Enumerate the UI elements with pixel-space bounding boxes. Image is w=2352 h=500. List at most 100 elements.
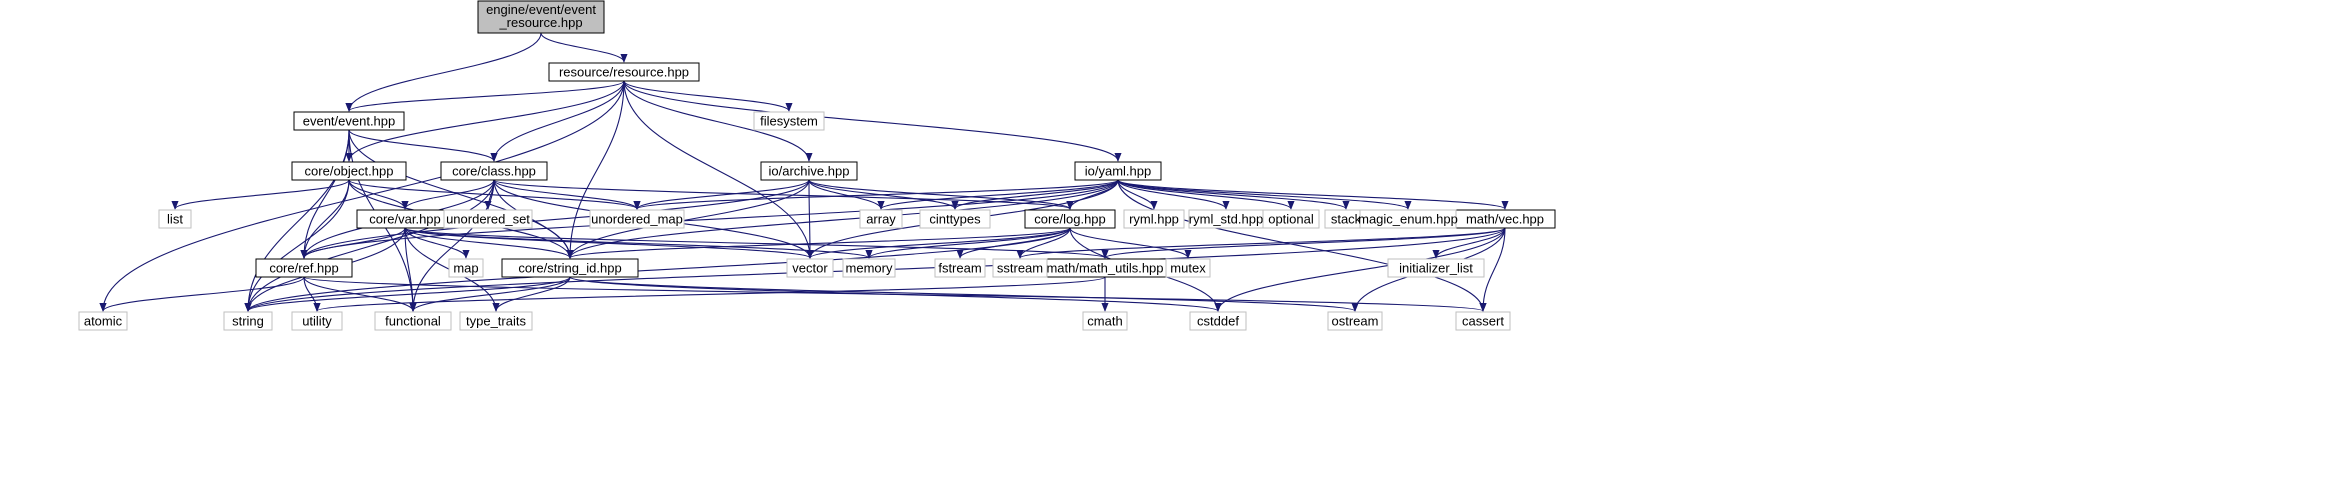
edge-class-to-string (244, 179, 495, 312)
node-box (1262, 209, 1320, 229)
node-label: filesystem (760, 114, 818, 129)
edge-math_utils-to-utility (313, 276, 1106, 312)
node-class[interactable]: core/class.hpp (440, 161, 548, 181)
node-box (1189, 311, 1247, 331)
node-box (459, 311, 533, 331)
edge-resource-to-string_id (566, 80, 625, 259)
edge-vec-to-cstddef (1214, 227, 1506, 312)
edge-event-to-string (244, 129, 350, 312)
edge-yaml-to-string_id (566, 179, 1119, 259)
edge-log-to-mutex (1069, 227, 1192, 259)
node-label: unordered_map (591, 212, 683, 227)
node-ref[interactable]: core/ref.hpp (255, 258, 353, 278)
dependency-edges (99, 32, 1509, 312)
edge-var-to-map (404, 227, 470, 259)
node-label: io/archive.hpp (769, 164, 850, 179)
edge-ref-to-functional (303, 276, 417, 312)
node-list: list (158, 209, 192, 229)
edge-object-to-var (348, 179, 409, 210)
node-ostream: ostream (1327, 311, 1383, 331)
node-label: core/var.hpp (369, 212, 441, 227)
node-label-line: engine/event/event (486, 2, 596, 17)
edge-class-to-var (401, 179, 495, 210)
node-ryml-std: ryml_std.hpp (1188, 209, 1264, 229)
edge-ref-to-atomic (99, 276, 305, 312)
node-box (760, 161, 858, 181)
node-ryml: ryml.hpp (1123, 209, 1185, 229)
node-label: array (866, 212, 896, 227)
node-filesystem: filesystem (753, 111, 825, 131)
node-box (1074, 161, 1162, 181)
node-root[interactable]: engine/event/event_resource.hpp (477, 0, 605, 34)
node-cinttypes: cinttypes (919, 209, 991, 229)
edge-root-to-event (345, 32, 542, 112)
node-vec[interactable]: math/vec.hpp (1454, 209, 1556, 229)
node-log[interactable]: core/log.hpp (1024, 209, 1116, 229)
node-fstream: fstream (934, 258, 986, 278)
node-label: memory (846, 261, 893, 276)
node-archive[interactable]: io/archive.hpp (760, 161, 858, 181)
edge-var-to-string_id (404, 227, 574, 259)
node-box (78, 311, 128, 331)
edge-resource-to-atomic (99, 80, 625, 312)
node-label: resource/resource.hpp (559, 65, 689, 80)
node-unordered-map: unordered_map (589, 209, 685, 229)
node-label: io/yaml.hpp (1085, 164, 1151, 179)
edge-string_id-to-type_traits (492, 276, 571, 312)
node-math-utils[interactable]: math/math_utils.hpp (1036, 258, 1174, 278)
node-label: list (167, 212, 183, 227)
node-label: vector (792, 261, 828, 276)
node-label: ryml.hpp (1129, 212, 1179, 227)
node-box (1024, 209, 1116, 229)
edge-resource-to-archive (623, 80, 813, 162)
node-utility: utility (291, 311, 343, 331)
edge-yaml-to-ryml_std (1117, 179, 1230, 210)
node-cassert: cassert (1455, 311, 1511, 331)
node-cmath: cmath (1082, 311, 1128, 331)
node-label: functional (385, 314, 441, 329)
dependency-nodes: engine/event/event_resource.hpp resource/… (78, 0, 1556, 331)
edge-string_id-to-cstddef (569, 276, 1222, 312)
node-yaml[interactable]: io/yaml.hpp (1074, 161, 1162, 181)
node-unordered-set: unordered_set (443, 209, 533, 229)
node-var[interactable]: core/var.hpp (356, 209, 454, 229)
node-resource[interactable]: resource/resource.hpp (548, 62, 700, 82)
node-box (291, 311, 343, 331)
edge-archive-to-log (808, 179, 1074, 210)
node-magic-enum: magic_enum.hpp (1358, 209, 1458, 229)
node-box (1327, 311, 1383, 331)
node-label: stack (1331, 212, 1362, 227)
node-box (934, 258, 986, 278)
node-object[interactable]: core/object.hpp (291, 161, 407, 181)
node-box (589, 209, 685, 229)
edge-vec-to-cassert (1479, 227, 1506, 312)
node-box (440, 161, 548, 181)
node-box (859, 209, 903, 229)
node-memory: memory (842, 258, 896, 278)
edge-root-to-resource (540, 32, 628, 63)
node-string-id[interactable]: core/string_id.hpp (501, 258, 639, 278)
node-initializer-list: initializer_list (1387, 258, 1485, 278)
edge-vec-to-initializer_list (1432, 227, 1506, 259)
edge-log-to-vector (806, 227, 1071, 259)
node-cstddef: cstddef (1189, 311, 1247, 331)
edge-object-to-unordered_map (348, 179, 641, 210)
node-box (548, 62, 700, 82)
node-box (1387, 258, 1485, 278)
node-event[interactable]: event/event.hpp (293, 111, 405, 131)
node-box (1359, 209, 1457, 229)
node-mutex: mutex (1165, 258, 1211, 278)
node-box (374, 311, 452, 331)
edge-log-to-string (244, 227, 1071, 312)
node-atomic: atomic (78, 311, 128, 331)
edge-yaml-to-stack (1117, 179, 1350, 210)
node-box (992, 258, 1048, 278)
node-box (1123, 209, 1185, 229)
node-label: math/vec.hpp (1466, 212, 1544, 227)
node-label: core/string_id.hpp (518, 261, 621, 276)
node-label: core/log.hpp (1034, 212, 1106, 227)
edge-log-to-memory (865, 227, 1071, 259)
edge-class-to-log (493, 179, 1074, 210)
node-box (293, 111, 405, 131)
